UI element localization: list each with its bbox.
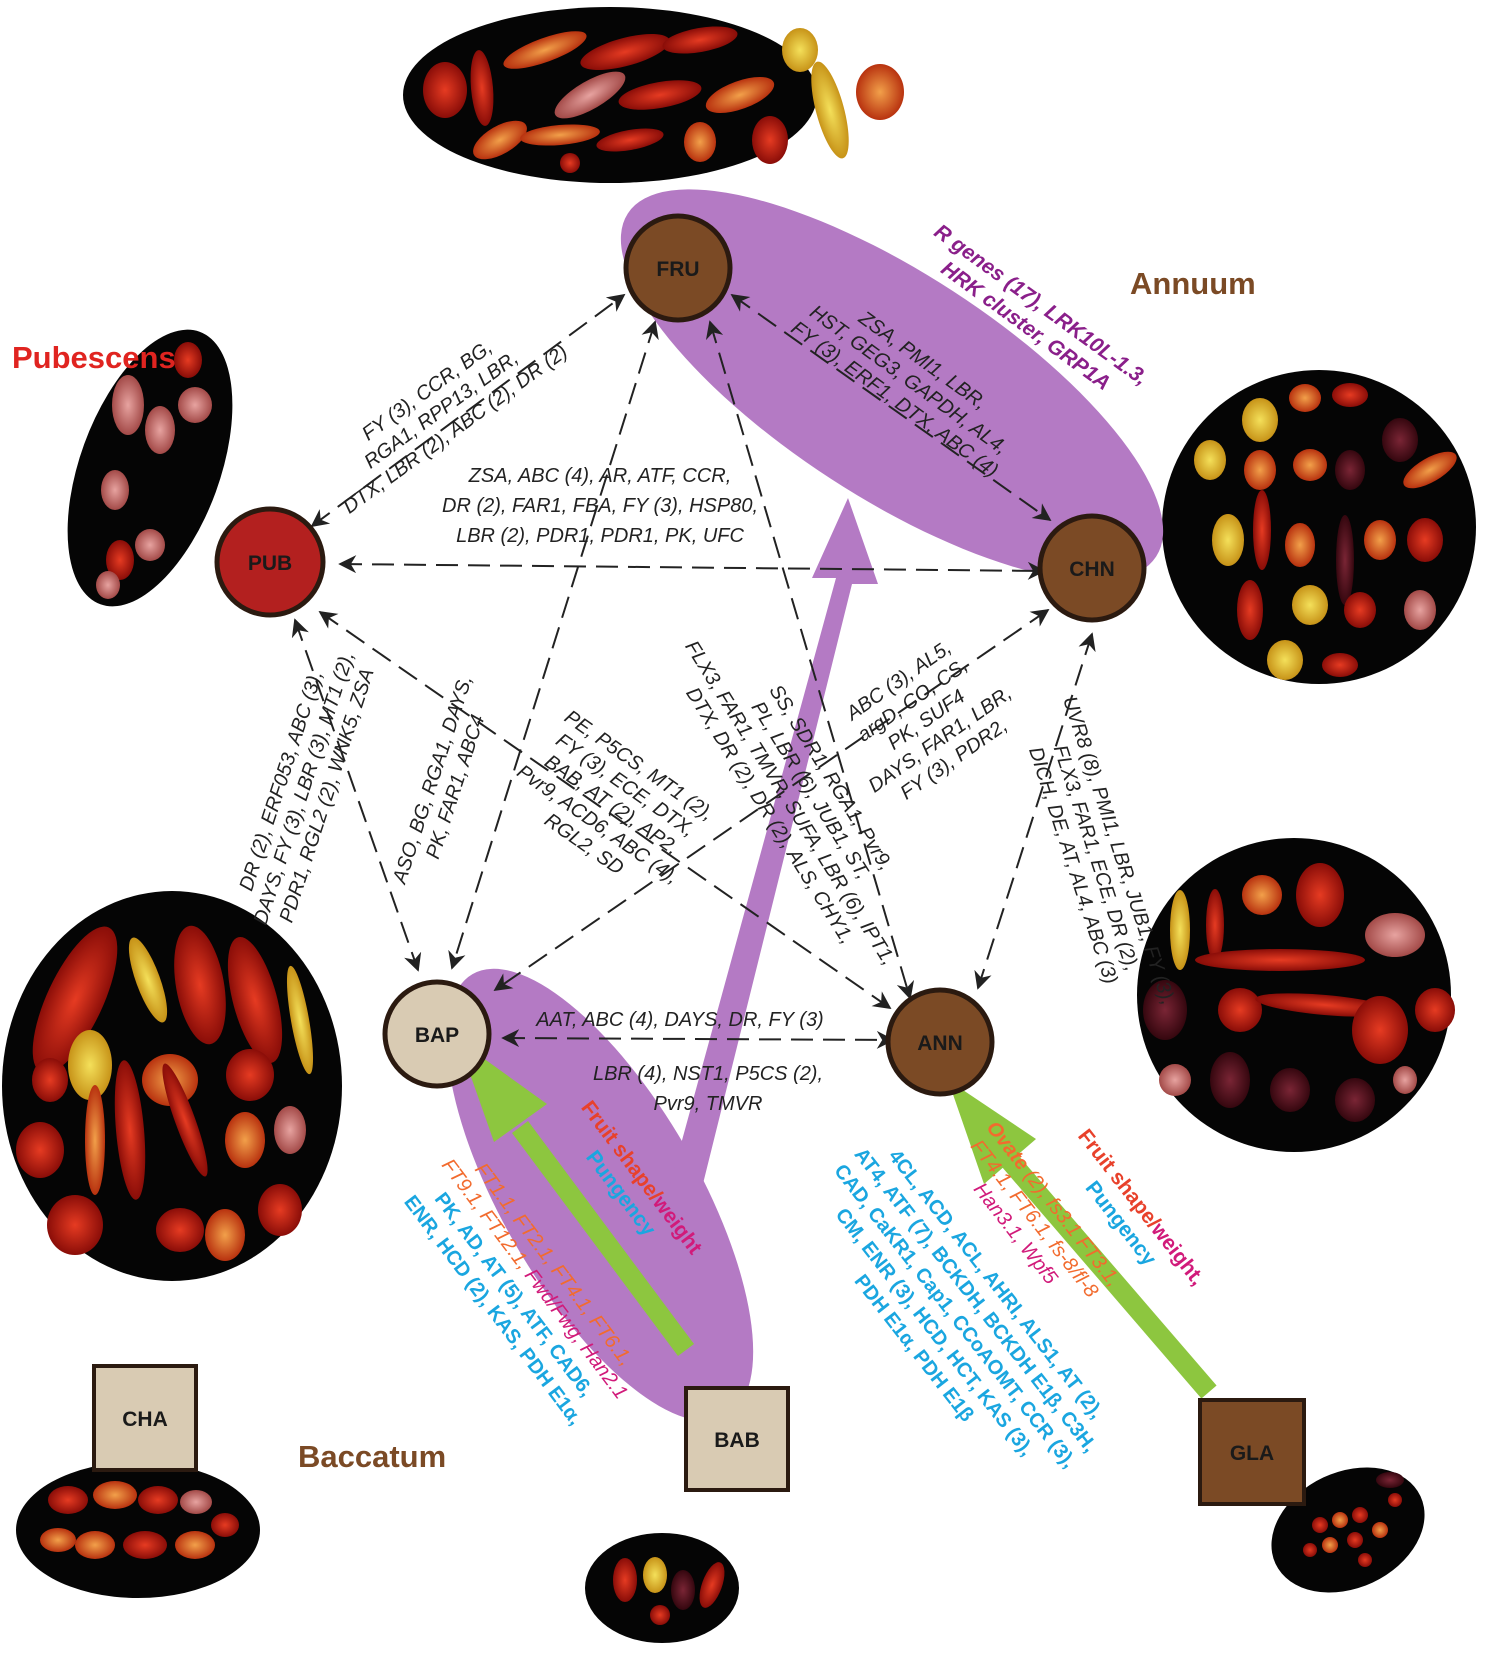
edge-pub-chn: [338, 555, 1046, 580]
node-ann-label: ANN: [917, 1032, 963, 1055]
node-fru-label: FRU: [656, 258, 699, 281]
node-bab[interactable]: BAB: [684, 1386, 790, 1492]
edge-label-pub-bap: DR (2), ERF053, ABC (3), DAYS, FY (3), L…: [235, 649, 378, 928]
pepper-photo-annuum-upper: [1162, 370, 1476, 684]
node-bap[interactable]: BAP: [382, 979, 492, 1089]
node-pub-label: PUB: [248, 552, 292, 575]
pepper-photo-top: [403, 7, 904, 183]
node-ann[interactable]: ANN: [885, 987, 995, 1097]
svg-text:ZSA, ABC (4), AR, ATF, CCR,: ZSA, ABC (4), AR, ATF, CCR,: [468, 465, 732, 487]
pepper-photo-gla: [1271, 1467, 1425, 1593]
edge-chn-ann: [974, 632, 1096, 990]
pepper-photo-annuum-lower: [1137, 838, 1455, 1152]
node-gla-label: GLA: [1230, 1442, 1274, 1465]
edge-chn-bap: [493, 608, 1050, 992]
node-cha[interactable]: CHA: [92, 1364, 198, 1472]
edge-label-bap-ann: AAT, ABC (4), DAYS, DR, FY (3) LBR (4), …: [535, 1009, 823, 1115]
node-cha-label: CHA: [122, 1408, 168, 1431]
edge-label-bap-pub-mid: ASO, BG, RGA1, DAYS, PK, FAR1, ABC4: [389, 673, 490, 888]
group-label-baccatum: Baccatum: [298, 1439, 446, 1474]
node-pub[interactable]: PUB: [214, 506, 326, 618]
group-label-annuum: Annuum: [1130, 266, 1256, 301]
pepper-photo-pubescens: [67, 329, 233, 607]
svg-text:AAT, ABC (4), DAYS, DR, FY (3): AAT, ABC (4), DAYS, DR, FY (3): [535, 1009, 823, 1031]
node-gla[interactable]: GLA: [1198, 1398, 1306, 1506]
pepper-photo-chacoense: [16, 1462, 260, 1598]
svg-text:Pvr9, TMVR: Pvr9, TMVR: [654, 1093, 763, 1115]
pepper-photo-bab: [585, 1533, 739, 1643]
svg-text:LBR (2), PDR1, PDR1, PK, UFC: LBR (2), PDR1, PDR1, PK, UFC: [456, 525, 744, 547]
edge-label-chn-bap: ABC (3), AL5, argD, CO, CS, PK, SUF4 DAY…: [842, 637, 1016, 805]
svg-text:LBR (4), NST1, P5CS (2),: LBR (4), NST1, P5CS (2),: [593, 1063, 823, 1085]
dashed-edges: [291, 293, 1096, 1049]
edge-label-chn-ann: UVR8 (8), PMI1, LBR, JUB1, FY (3), FLX3,…: [1024, 694, 1179, 1008]
pepper-photo-baccatum: [2, 891, 342, 1281]
gla-to-ann-green-arrow: [948, 1080, 1217, 1399]
svg-text:DR (2), FAR1, FBA, FY (3), HSP: DR (2), FAR1, FBA, FY (3), HSP80,: [442, 495, 758, 517]
edge-label-pub-chn: ZSA, ABC (4), AR, ATF, CCR, DR (2), FAR1…: [442, 465, 758, 547]
gla-pungency-genes-label: 4CL, ACD, ACL, AHRI, ALS1, AT (2), AT4, …: [829, 1144, 1107, 1472]
group-label-pubescens: Pubescens: [12, 340, 176, 375]
node-bab-label: BAB: [714, 1429, 760, 1452]
node-bap-label: BAP: [415, 1024, 459, 1047]
node-fru[interactable]: FRU: [623, 213, 733, 323]
node-chn[interactable]: CHN: [1037, 513, 1147, 623]
edge-label-bap-chn: PE, P5CS, MT1 (2), FY (3), ECE, DTX, BAB…: [513, 706, 718, 889]
edge-bap-ann: [501, 1029, 895, 1049]
edge-label-fru-ann: SS, SDR1, RGA1, Pvr9, PL, LBR (6), JUB1,…: [680, 637, 899, 969]
node-chn-label: CHN: [1069, 558, 1115, 581]
bap-bab-highlight: [446, 968, 754, 1422]
